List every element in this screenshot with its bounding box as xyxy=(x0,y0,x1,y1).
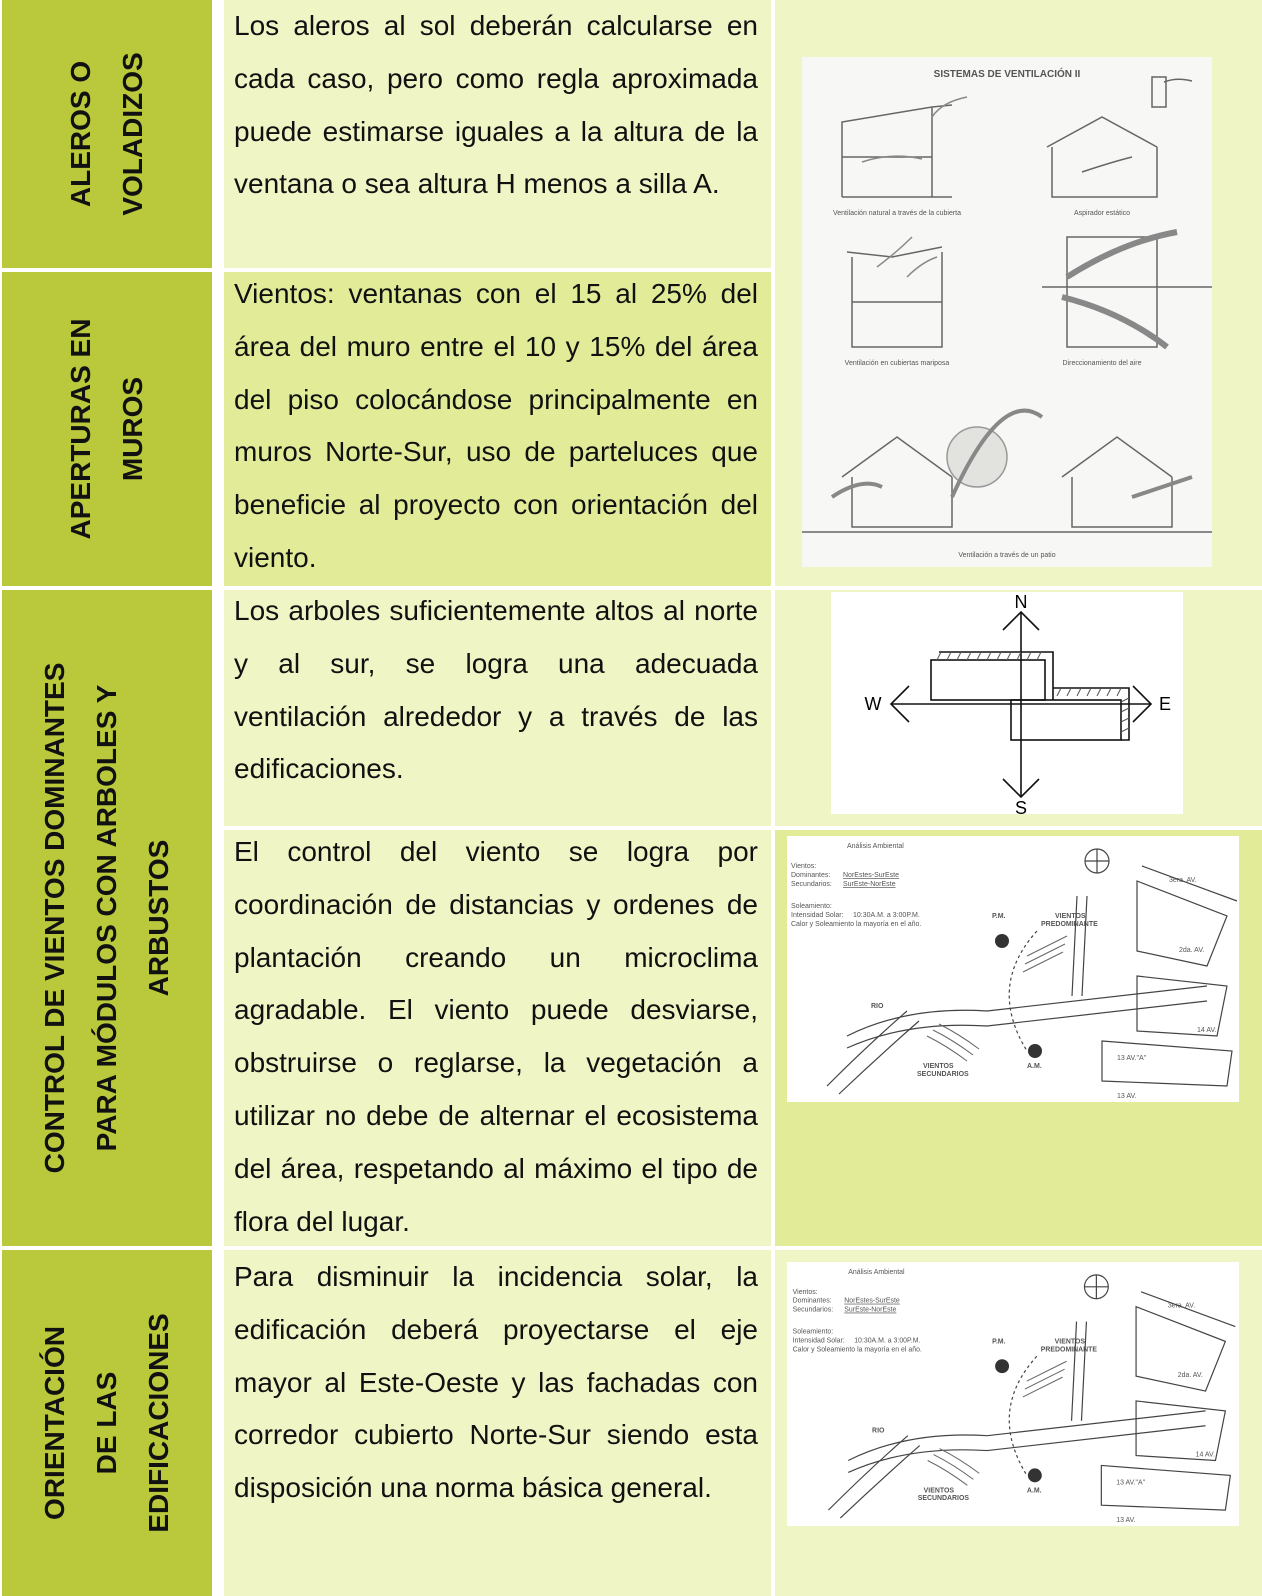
map2-street-13: 13 AV. xyxy=(1116,1517,1135,1524)
map-secundarios-value: SurEste-NorEste xyxy=(843,881,896,888)
map2-title: Análisis Ambiental xyxy=(848,1269,905,1276)
text-aperturas: Vientos: ventanas con el 15 al 25% del á… xyxy=(234,278,758,573)
map-title: Análisis Ambiental xyxy=(847,843,904,850)
label-control-vientos: CONTROL DE VIENTOS DOMINANTES PARA MÓDUL… xyxy=(39,662,174,1174)
environmental-map-figure-1: Análisis Ambiental Vientos: Dominantes: … xyxy=(787,836,1239,1102)
map-street-14: 14 AV. xyxy=(1197,1027,1217,1034)
row-label-aperturas: APERTURAS EN MUROS xyxy=(2,272,212,586)
map2-vientos-pred-1: VIENTOS xyxy=(1055,1338,1086,1345)
row-text-cell-control-a xyxy=(224,590,771,826)
house-static-aspirator xyxy=(1046,76,1193,198)
house-butterfly-roof xyxy=(846,236,943,348)
row-label-control-vientos: CONTROL DE VIENTOS DOMINANTES PARA MÓDUL… xyxy=(2,590,212,1246)
map-secundarios-label: Secundarios: xyxy=(791,881,832,888)
map-street-13: 13 AV. xyxy=(1117,1093,1137,1100)
map2-vientos-pred-2: PREDOMINANTE xyxy=(1041,1346,1098,1353)
text-aleros: Los aleros al sol deberán calcularse en … xyxy=(234,10,758,200)
row-text-cell-aperturas xyxy=(224,272,771,586)
compass-e: E xyxy=(1159,694,1171,714)
map-rio: RIO xyxy=(871,1003,884,1010)
map-drawing-2: Análisis Ambiental Vientos: Dominantes: … xyxy=(793,1269,1236,1524)
map2-vientos: Vientos: xyxy=(793,1289,818,1296)
ventilation-title: SISTEMAS DE VENTILACIÓN II xyxy=(934,67,1081,80)
row-text-cell-aleros xyxy=(224,0,771,268)
map-vientos-sec-2: SECUNDARIOS xyxy=(917,1071,969,1078)
map2-soleamiento: Soleamiento: xyxy=(793,1328,834,1335)
text-control-arboles: Los arboles suficientemente altos al nor… xyxy=(234,595,758,785)
map-vientos-sec-1: VIENTOS xyxy=(923,1063,954,1070)
map-dominantes-value: NorEstes-SurEste xyxy=(843,872,899,879)
map2-calor: Calor y Soleamiento la mayoría en el año… xyxy=(793,1346,922,1353)
map2-street-14: 14 AV. xyxy=(1196,1452,1215,1459)
map2-vientos-sec-2: SECUNDARIOS xyxy=(918,1495,970,1502)
map-vientos-pred-2: PREDOMINANTE xyxy=(1041,921,1098,928)
label-aperturas-muros: APERTURAS EN MUROS xyxy=(65,318,148,540)
ventilation-drawing: SISTEMAS DE VENTILACIÓN II Ventilación n… xyxy=(802,67,1212,559)
map2-vientos-sec-1: VIENTOS xyxy=(924,1487,955,1494)
row-text-cell-control-b xyxy=(224,830,771,1246)
ventilation-systems-figure: SISTEMAS DE VENTILACIÓN II Ventilación n… xyxy=(802,57,1212,567)
courtyard-ventilation xyxy=(802,408,1212,533)
map-pm: P.M. xyxy=(992,913,1006,920)
map-calor: Calor y Soleamiento la mayoría en el año… xyxy=(791,921,921,928)
map2-pm: P.M. xyxy=(992,1338,1005,1345)
map-street-2da: 2da. AV. xyxy=(1179,947,1204,954)
caption-roof-vent: Ventilación natural a través de la cubie… xyxy=(833,210,961,217)
map2-dominantes-label: Dominantes: xyxy=(793,1298,832,1305)
row-label-aleros: ALEROS O VOLADIZOS xyxy=(2,0,212,268)
map-intensidad-label: Intensidad Solar: xyxy=(791,912,844,919)
row-label-orientacion: ORIENTACIÓN DE LAS EDIFICACIONES xyxy=(2,1250,212,1596)
map2-secundarios-value: SurEste-NorEste xyxy=(844,1307,896,1314)
compass-s: S xyxy=(1015,798,1027,814)
map2-street-2da: 2da. AV. xyxy=(1178,1372,1203,1379)
map2-secundarios-label: Secundarios: xyxy=(793,1307,834,1314)
map2-street-13a: 13 AV."A" xyxy=(1116,1479,1145,1486)
house-air-direction xyxy=(1042,229,1212,350)
map-intensidad-value: 10:30A.M. a 3:00P.M. xyxy=(853,912,920,919)
text-control-viento: El control del viento se logra por coord… xyxy=(234,836,758,1237)
map-street-13a: 13 AV."A" xyxy=(1117,1055,1147,1062)
label-aleros-voladizos: ALEROS O VOLADIZOS xyxy=(65,52,148,216)
caption-courtyard: Ventilación a través de un patio xyxy=(958,552,1055,559)
compass-w: W xyxy=(865,694,882,714)
map2-rio: RIO xyxy=(872,1428,885,1435)
map2-am: A.M. xyxy=(1027,1487,1042,1494)
environmental-map-figure-2: Análisis Ambiental Vientos: Dominantes: … xyxy=(787,1262,1239,1526)
map-vientos: Vientos: xyxy=(791,863,816,870)
caption-static-aspirator: Aspirador estático xyxy=(1074,210,1130,217)
map2-intensidad-value: 10:30A.M. a 3:00P.M. xyxy=(854,1337,920,1344)
caption-air-direction: Direccionamiento del aire xyxy=(1063,360,1142,367)
label-orientacion-edificaciones: ORIENTACIÓN DE LAS EDIFICACIONES xyxy=(39,1313,174,1533)
compass-drawing: N S W E xyxy=(865,592,1172,814)
map-soleamiento: Soleamiento: xyxy=(791,903,832,910)
map2-dominantes-value: NorEstes-SurEste xyxy=(844,1298,900,1305)
text-orientacion: Para disminuir la incidencia solar, la e… xyxy=(234,1261,758,1504)
map-dominantes-label: Dominantes: xyxy=(791,872,830,879)
map-vientos-pred-1: VIENTOS xyxy=(1055,913,1086,920)
caption-butterfly-roof: Ventilación en cubiertas mariposa xyxy=(845,360,950,367)
house-roof-vent xyxy=(841,96,968,198)
compass-building-figure: N S W E xyxy=(831,592,1183,814)
map-am: A.M. xyxy=(1027,1063,1042,1070)
map-drawing-1: Análisis Ambiental Vientos: Dominantes: … xyxy=(791,843,1238,1100)
map2-intensidad-label: Intensidad Solar: xyxy=(793,1337,845,1344)
row-text-cell-orientacion xyxy=(224,1250,771,1596)
compass-n: N xyxy=(1015,592,1028,612)
